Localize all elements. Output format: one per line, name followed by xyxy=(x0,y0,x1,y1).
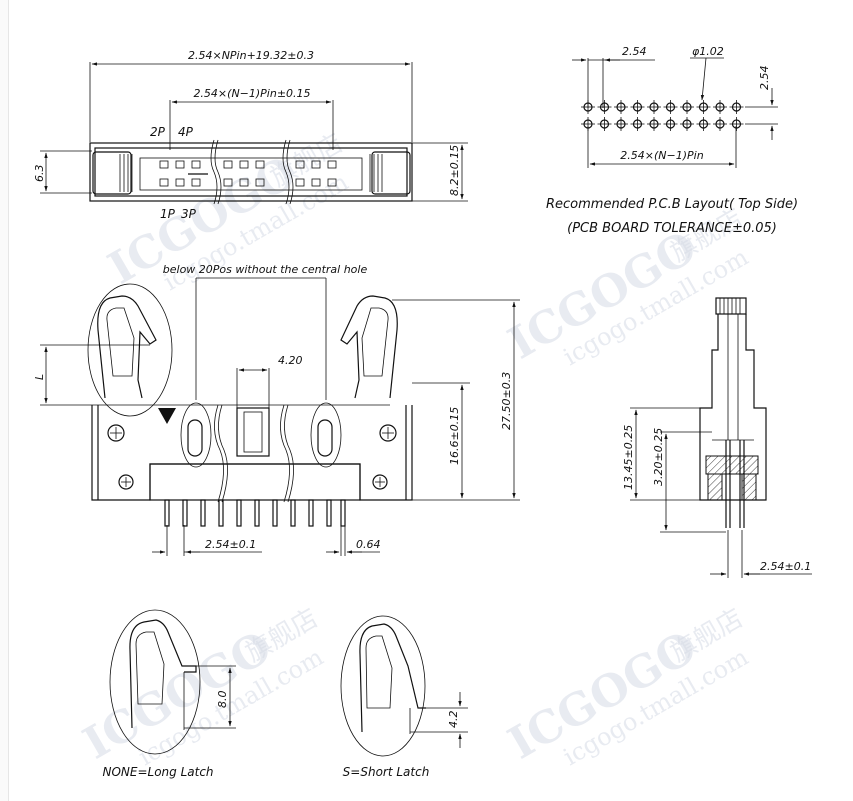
side-view: 13.45±0.25 3.20±0.25 2.54±0.1 xyxy=(622,297,812,578)
long-latch-dim: 8.0 xyxy=(216,691,229,709)
pcb-span-dim: 2.54×(N−1)Pin xyxy=(620,149,703,162)
side-pitch-dim: 2.54±0.1 xyxy=(760,560,811,573)
front-view: below 20Pos without the central hole L xyxy=(33,263,520,556)
pin xyxy=(218,499,224,527)
long-latch-detail: 8.0 NONE=Long Latch xyxy=(102,609,236,779)
side-height-a-dim: 13.45±0.25 xyxy=(622,425,635,490)
pcb-pitch-h-dim: 2.54 xyxy=(622,45,647,58)
pcb-caption-1: Recommended P.C.B Layout( Top Side) xyxy=(546,197,798,212)
page-left-edge xyxy=(0,0,9,801)
pin xyxy=(254,499,260,527)
pcb-pitch-v-dim: 2.54 xyxy=(758,66,771,91)
latch-length-dim: L xyxy=(33,374,46,380)
pin xyxy=(182,499,188,527)
pin-label-4p: 4P xyxy=(178,125,194,139)
pin xyxy=(236,499,242,527)
pin xyxy=(164,499,170,527)
front-pins xyxy=(164,499,346,527)
body-height-dim: 16.6±0.15 xyxy=(448,407,461,465)
pin xyxy=(290,499,296,527)
pcb-holes xyxy=(581,100,744,131)
short-latch-detail: 4.2 S=Short Latch xyxy=(340,615,468,779)
top-height-left-dim: 6.3 xyxy=(33,165,46,183)
pin xyxy=(308,499,314,527)
pin-label-1p: 1P xyxy=(160,207,176,221)
side-height-b-dim: 3.20±0.25 xyxy=(652,428,665,486)
top-height-right-dim: 8.2±0.15 xyxy=(448,145,461,196)
central-hole-note: below 20Pos without the central hole xyxy=(163,263,368,276)
pin xyxy=(340,499,346,527)
pin xyxy=(272,499,278,527)
pcb-hole-dia-dim: φ1.02 xyxy=(692,45,724,58)
short-latch-label: S=Short Latch xyxy=(343,765,430,779)
pin-label-3p: 3P xyxy=(181,207,197,221)
pcb-caption-2: (PCB BOARD TOLERANCE±0.05) xyxy=(567,221,777,236)
short-latch-dim: 4.2 xyxy=(447,711,460,729)
pin-label-2p: 2P xyxy=(150,125,166,139)
pin xyxy=(200,499,206,527)
pin-size-dim: 0.64 xyxy=(356,538,381,551)
overall-length-dim: 2.54×NPin+19.32±0.3 xyxy=(188,49,314,62)
pcb-layout: 2.54 φ1.02 2.54 2.54×(N−1)Pin Recommende… xyxy=(546,45,798,236)
pitch-span-dim: 2.54×(N−1)Pin±0.15 xyxy=(193,87,310,100)
total-height-dim: 27.50±0.3 xyxy=(500,372,513,430)
pin-pitch-dim: 2.54±0.1 xyxy=(205,538,256,551)
pin xyxy=(326,499,332,527)
key-width-dim: 4.20 xyxy=(278,354,303,367)
long-latch-label: NONE=Long Latch xyxy=(102,765,213,779)
top-view: 2.54×NPin+19.32±0.3 2.54×(N−1)Pin±0.15 xyxy=(33,49,468,221)
